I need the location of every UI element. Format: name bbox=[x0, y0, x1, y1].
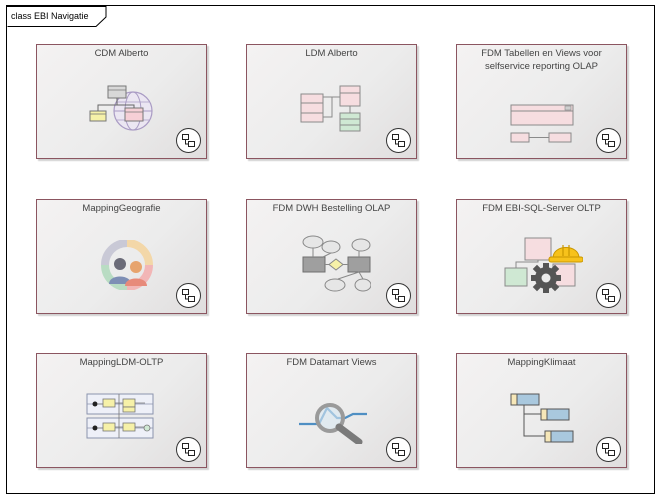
package-name: MappingGeografie bbox=[82, 203, 161, 214]
users-icon bbox=[101, 240, 153, 290]
package-name: FDM EBI-SQL-Server OLTP bbox=[482, 203, 601, 214]
package-mapping-klimaat[interactable]: MappingKlimaat bbox=[456, 353, 627, 468]
package-name: FDM Tabellen en Views voor selfservice r… bbox=[481, 48, 602, 72]
package-fdm-tabellen[interactable]: FDM Tabellen en Views voor selfservice r… bbox=[456, 44, 627, 159]
class-diagram-icon bbox=[300, 85, 361, 132]
hierarchy-icon bbox=[510, 393, 574, 443]
package-link-icon[interactable] bbox=[386, 283, 411, 308]
package-name: CDM Alberto bbox=[94, 48, 149, 59]
package-ldm-alberto[interactable]: LDM Alberto bbox=[246, 44, 417, 159]
magnifier-icon bbox=[299, 403, 367, 444]
package-link-icon[interactable] bbox=[176, 437, 201, 462]
package-fdm-ebi-sql[interactable]: FDM EBI-SQL-Server OLTP bbox=[456, 199, 627, 314]
package-fdm-datamart[interactable]: FDM Datamart Views bbox=[246, 353, 417, 468]
package-link-icon[interactable] bbox=[176, 283, 201, 308]
package-link-icon[interactable] bbox=[596, 437, 621, 462]
diagram-frame: class EBI Navigatie CDM Alberto LDM Albe… bbox=[6, 5, 655, 494]
diagram-title-tab: class EBI Navigatie bbox=[7, 6, 107, 27]
package-cdm-alberto[interactable]: CDM Alberto bbox=[36, 44, 207, 159]
package-mapping-geografie[interactable]: MappingGeografie bbox=[36, 199, 207, 314]
package-name: FDM Datamart Views bbox=[286, 357, 377, 368]
package-fdm-dwh-bestelling[interactable]: FDM DWH Bestelling OLAP bbox=[246, 199, 417, 314]
package-mapping-ldm-oltp[interactable]: MappingLDM-OLTP bbox=[36, 353, 207, 468]
package-link-icon[interactable] bbox=[176, 128, 201, 153]
package-name: LDM Alberto bbox=[305, 48, 358, 59]
hardhat-gear-icon bbox=[504, 237, 583, 293]
package-link-icon[interactable] bbox=[386, 437, 411, 462]
mapping-icon bbox=[86, 393, 154, 439]
package-name: FDM DWH Bestelling OLAP bbox=[272, 203, 391, 214]
globe-class-diagram-icon bbox=[89, 85, 153, 131]
table-diagram-icon bbox=[510, 104, 574, 143]
package-name: MappingKlimaat bbox=[507, 357, 576, 368]
entity-relationship-icon bbox=[302, 235, 371, 292]
package-link-icon[interactable] bbox=[596, 283, 621, 308]
package-name: MappingLDM-OLTP bbox=[79, 357, 164, 368]
package-link-icon[interactable] bbox=[386, 128, 411, 153]
diagram-title: class EBI Navigatie bbox=[11, 11, 89, 21]
tab-outline bbox=[7, 6, 107, 27]
package-link-icon[interactable] bbox=[596, 128, 621, 153]
